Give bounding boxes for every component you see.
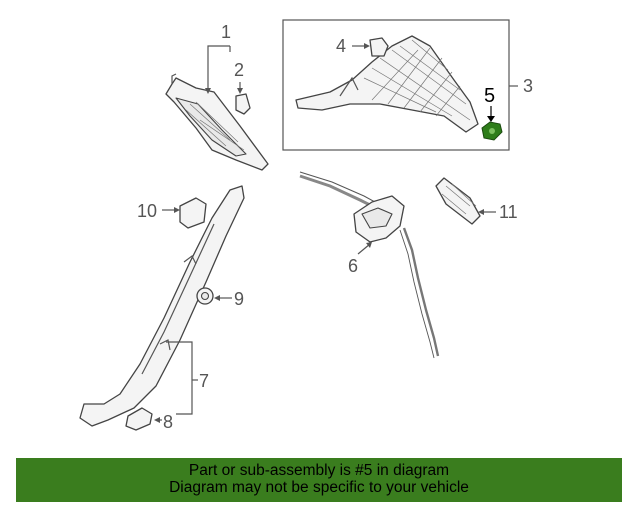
pillar-upper-trim [165,73,269,171]
callout-11: 11 [499,202,518,222]
trim-clip-10 [179,197,207,229]
callout-5: 5 [484,85,495,107]
callout-1: 1 [221,22,231,42]
callout-4: 4 [336,36,346,56]
callout-6: 6 [348,256,358,276]
callout-3: 3 [523,76,533,96]
callout-8: 8 [163,412,173,432]
callout-2: 2 [234,60,244,80]
lamp-11 [435,177,481,225]
lower-pillar-trim [79,185,245,427]
callout-7: 7 [199,371,209,391]
info-banner: Part or sub-assembly is #5 in diagram Di… [16,458,622,502]
trim-clip-8 [125,407,153,431]
nut-9 [196,287,214,305]
banner-line-2: Diagram may not be specific to your vehi… [169,479,469,496]
belt-guide-assembly [299,171,440,359]
highlighted-part-5 [481,121,503,141]
parts-diagram: 1 2 3 4 5 10 7 8 [79,19,533,432]
assembly-3-box [282,19,510,151]
callout-10: 10 [137,201,157,221]
callout-9: 9 [234,289,244,309]
quarter-trim-panel [295,35,479,133]
panel-clip-4 [369,37,389,57]
pillar-trim-clip [235,93,251,115]
banner-line-1: Part or sub-assembly is #5 in diagram [188,462,450,479]
